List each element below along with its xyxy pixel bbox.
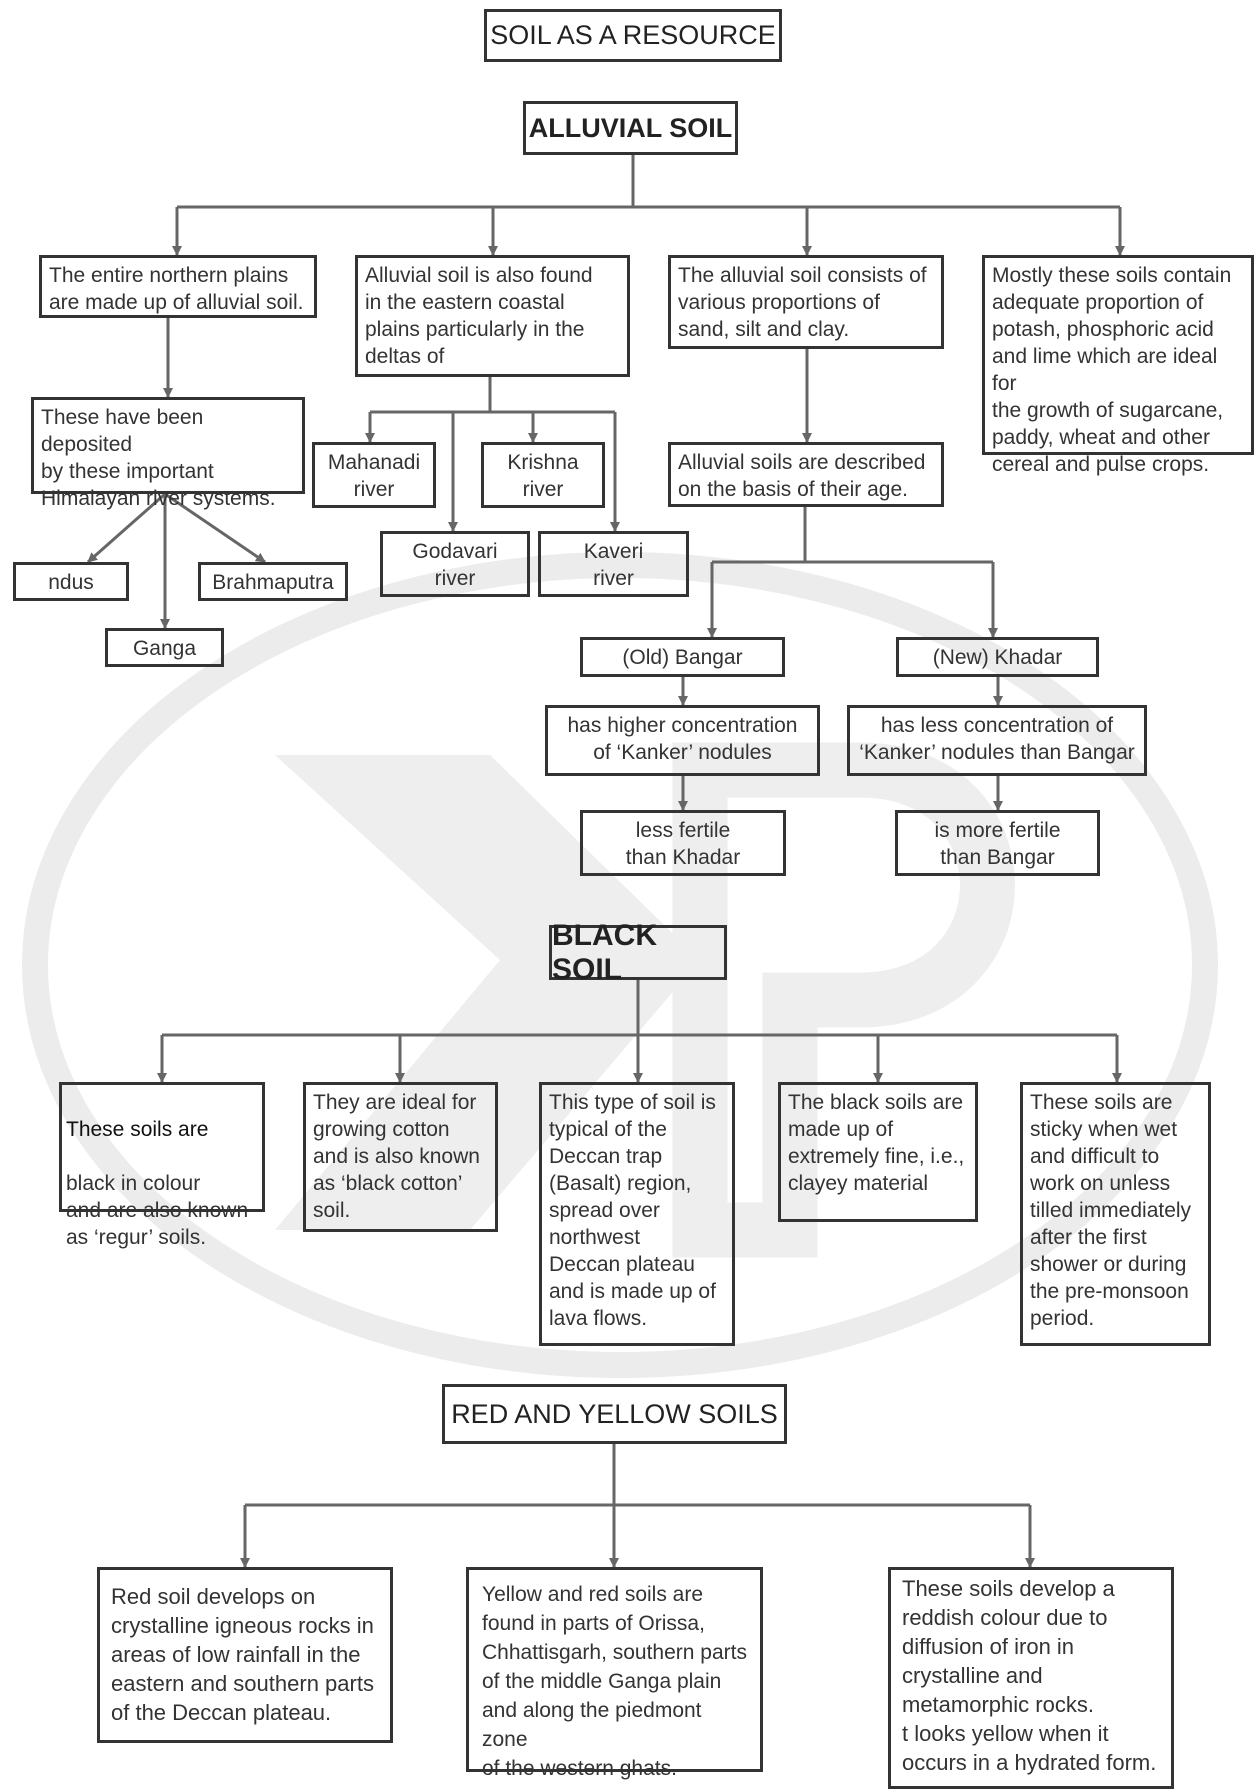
black-cotton-box: They are ideal for growing cotton and is…: [303, 1082, 498, 1232]
fine-material-box: The black soils are made up of extremely…: [778, 1082, 978, 1222]
sticky-when-wet-box: These soils are sticky when wet and diff…: [1020, 1082, 1211, 1346]
river-indus-box: ndus: [13, 562, 129, 601]
eastern-coastal-box: Alluvial soil is also found in the easte…: [355, 255, 630, 377]
page-title: SOIL AS A RESOURCE: [484, 9, 782, 62]
river-ganga-box: Ganga: [105, 628, 224, 667]
deccan-trap-box: This type of soil is typical of the Decc…: [539, 1082, 735, 1346]
soil-composition-box: The alluvial soil consists of various pr…: [668, 255, 944, 349]
described-by-age-box: Alluvial soils are described on the basi…: [668, 442, 944, 507]
river-kaveri-box: Kaveri river: [538, 531, 689, 597]
nutrients-box: Mostly these soils contain adequate prop…: [982, 255, 1254, 476]
red-yellow-soils-heading: RED AND YELLOW SOILS: [442, 1384, 787, 1444]
old-bangar-box: (Old) Bangar: [580, 637, 785, 677]
northern-plains-box: The entire northern plains are made up o…: [39, 255, 317, 318]
black-colour-box: These soils are black in colour and are …: [59, 1082, 265, 1249]
bangar-fertility-box: less fertile than Khadar: [580, 810, 786, 876]
khadar-fertility-box: is more fertile than Bangar: [895, 810, 1100, 876]
deposited-by-box: These have been deposited by these impor…: [31, 397, 305, 510]
alluvial-soil-heading: ALLUVIAL SOIL: [523, 101, 738, 155]
red-soil-develops-box: Red soil develops on crystalline igneous…: [97, 1567, 393, 1743]
black-colour-text: black in colour and are also known as ‘r…: [66, 1172, 249, 1249]
river-krishna-box: Krishna river: [481, 442, 605, 508]
river-mahanadi-box: Mahanadi river: [312, 442, 436, 508]
river-brahmaputra-box: Brahmaputra: [198, 562, 348, 601]
river-godavari-box: Godavari river: [380, 531, 530, 597]
bangar-kanker-box: has higher concentration of ‘Kanker’ nod…: [545, 705, 820, 776]
found-in-regions-box: Yellow and red soils are found in parts …: [466, 1567, 763, 1780]
reddish-colour-box: These soils develop a reddish colour due…: [888, 1567, 1174, 1789]
new-khadar-box: (New) Khadar: [896, 637, 1099, 677]
black-soil-heading: BLACK SOIL: [549, 919, 727, 986]
khadar-kanker-box: has less concentration of ‘Kanker’ nodul…: [847, 705, 1147, 776]
black-colour-lead: These soils are: [66, 1118, 209, 1141]
